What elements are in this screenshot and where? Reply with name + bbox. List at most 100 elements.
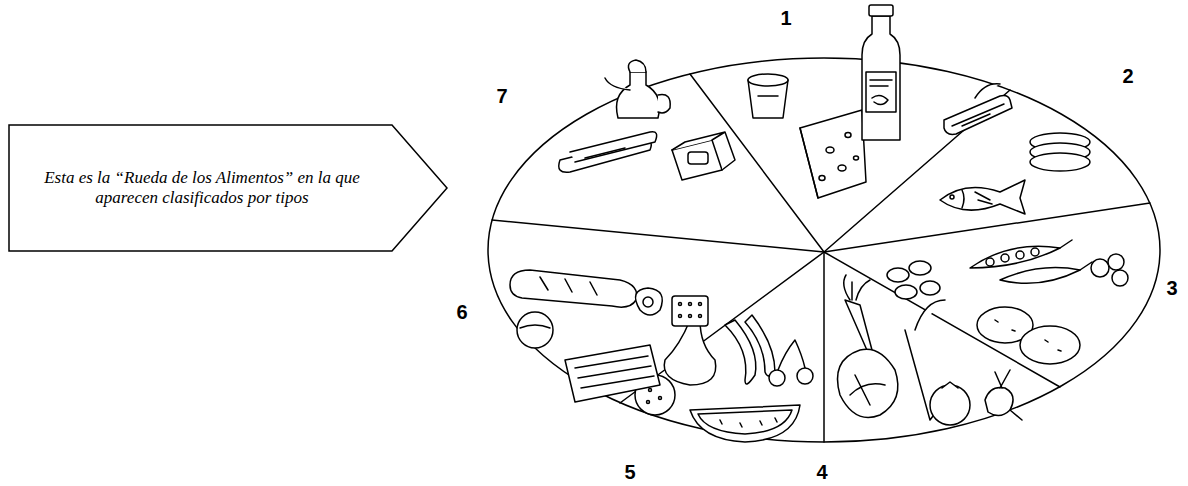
cereal-foods-part bbox=[510, 270, 637, 307]
vegetable-foods bbox=[838, 275, 1023, 425]
dairy-foods-part bbox=[838, 165, 846, 171]
vegetable-foods-part bbox=[942, 382, 958, 388]
wheel-outline-part bbox=[488, 58, 1160, 442]
meat-fish-foods-part bbox=[950, 195, 954, 199]
cereal-foods-part bbox=[699, 315, 702, 318]
legume-potato-foods bbox=[887, 240, 1128, 364]
wheel-outline-part bbox=[823, 252, 825, 442]
cereal-foods-part bbox=[517, 312, 553, 348]
cereal-foods-part bbox=[636, 288, 663, 315]
meat-fish-foods-part bbox=[1030, 153, 1090, 171]
fat-foods-part bbox=[585, 148, 625, 158]
meat-fish-foods-part bbox=[944, 96, 1012, 135]
fat-foods-part bbox=[570, 132, 657, 162]
legume-potato-foods-part bbox=[1060, 240, 1092, 270]
vegetable-foods-part bbox=[838, 349, 898, 417]
callout-arrow-box: Esta es la “Rueda de los Alimentos” en l… bbox=[8, 124, 448, 252]
dairy-foods-part bbox=[758, 95, 778, 97]
fruit-foods-part bbox=[745, 315, 775, 376]
callout-text-area: Esta es la “Rueda de los Alimentos” en l… bbox=[26, 168, 378, 209]
meat-fish-foods bbox=[940, 84, 1090, 214]
cereal-foods-part bbox=[540, 277, 597, 295]
dairy-foods-part bbox=[800, 110, 866, 198]
fat-foods-part bbox=[605, 78, 630, 90]
legume-potato-foods-part bbox=[909, 261, 931, 275]
legume-potato-foods-part bbox=[1031, 248, 1039, 256]
cereal-foods-part bbox=[575, 356, 654, 388]
vegetable-foods-part bbox=[995, 370, 1022, 420]
dairy-foods-part bbox=[870, 80, 892, 105]
cereal-foods-part bbox=[689, 315, 692, 318]
dairy-foods-part bbox=[819, 176, 825, 181]
legume-potato-foods-part bbox=[1020, 326, 1080, 364]
legume-potato-foods-part bbox=[970, 246, 1060, 268]
vegetable-foods-part bbox=[850, 375, 885, 405]
dairy-foods-part bbox=[845, 133, 851, 138]
wheel-outline-part bbox=[492, 220, 824, 252]
meat-fish-foods-part bbox=[952, 104, 1004, 126]
legume-potato-foods-part bbox=[1001, 254, 1009, 262]
fat-foods-part bbox=[628, 60, 646, 72]
meat-fish-foods-part bbox=[962, 190, 992, 208]
dairy-foods-part bbox=[800, 128, 818, 198]
dairy-foods-part bbox=[869, 5, 893, 16]
callout-number: 1 bbox=[780, 8, 791, 28]
cereal-foods-part bbox=[520, 325, 550, 328]
dairy-foods-part bbox=[862, 16, 900, 140]
legume-potato-foods-part bbox=[895, 285, 917, 299]
fruit-foods-part bbox=[720, 418, 777, 427]
fruit-foods-part bbox=[769, 370, 785, 386]
fruit-foods-part bbox=[698, 410, 792, 434]
fruit-foods bbox=[635, 308, 813, 442]
cereal-foods-part bbox=[679, 303, 682, 306]
meat-fish-foods-part bbox=[975, 84, 1000, 98]
dairy-foods-part bbox=[748, 74, 788, 86]
wheel-outline-part bbox=[824, 203, 1150, 252]
cereal-foods-part bbox=[689, 303, 692, 306]
legume-potato-foods-part bbox=[1108, 254, 1124, 270]
wheel-outline bbox=[488, 58, 1160, 442]
legume-potato-foods-part bbox=[986, 258, 994, 266]
cereal-foods-part bbox=[565, 345, 660, 402]
cereal-foods-part bbox=[699, 303, 702, 306]
cereal-foods bbox=[510, 270, 708, 402]
fruit-foods-part bbox=[664, 320, 715, 385]
callout-number: 4 bbox=[816, 462, 827, 482]
fruit-foods-part bbox=[778, 340, 805, 370]
meat-fish-foods-part bbox=[940, 180, 1025, 214]
fat-foods-part bbox=[672, 132, 735, 170]
callout-number: 5 bbox=[624, 462, 635, 482]
callout-pentagon bbox=[9, 125, 447, 251]
cereal-foods-part bbox=[643, 297, 653, 307]
dairy-foods-part bbox=[826, 147, 834, 153]
fat-foods-part bbox=[617, 72, 660, 118]
fruit-foods-part bbox=[797, 368, 813, 384]
vegetable-foods-part bbox=[930, 385, 970, 425]
dairy-foods-part bbox=[866, 72, 896, 112]
callout-number: 7 bbox=[496, 86, 507, 106]
cereal-foods-part bbox=[672, 296, 708, 326]
callout-outline bbox=[8, 124, 448, 252]
fruit-foods-part bbox=[690, 405, 800, 442]
callout-number: 3 bbox=[1166, 278, 1177, 298]
legume-potato-foods-part bbox=[995, 320, 1061, 351]
cereal-foods-part bbox=[679, 315, 682, 318]
legume-potato-foods-part bbox=[1016, 251, 1024, 259]
dairy-foods-part bbox=[854, 156, 859, 160]
fruit-foods-part bbox=[659, 397, 662, 400]
fat-foods-part bbox=[658, 95, 670, 113]
legume-potato-foods-part bbox=[887, 268, 909, 282]
fat-foods bbox=[559, 60, 735, 180]
callout-number: 6 bbox=[456, 302, 467, 322]
callout-text: Esta es la “Rueda de los Alimentos” en l… bbox=[26, 168, 378, 209]
vegetable-foods-part bbox=[985, 388, 1013, 416]
fruit-foods-part bbox=[649, 389, 652, 392]
fruit-foods-part bbox=[647, 401, 650, 404]
legume-potato-foods-part bbox=[1091, 259, 1109, 277]
legume-potato-foods-part bbox=[1112, 270, 1128, 286]
callout-number: 2 bbox=[1122, 66, 1133, 86]
vegetable-foods-part bbox=[844, 275, 870, 300]
dairy-foods bbox=[748, 5, 900, 198]
legume-potato-foods-part bbox=[1000, 268, 1080, 284]
legume-potato-foods-part bbox=[920, 281, 940, 295]
